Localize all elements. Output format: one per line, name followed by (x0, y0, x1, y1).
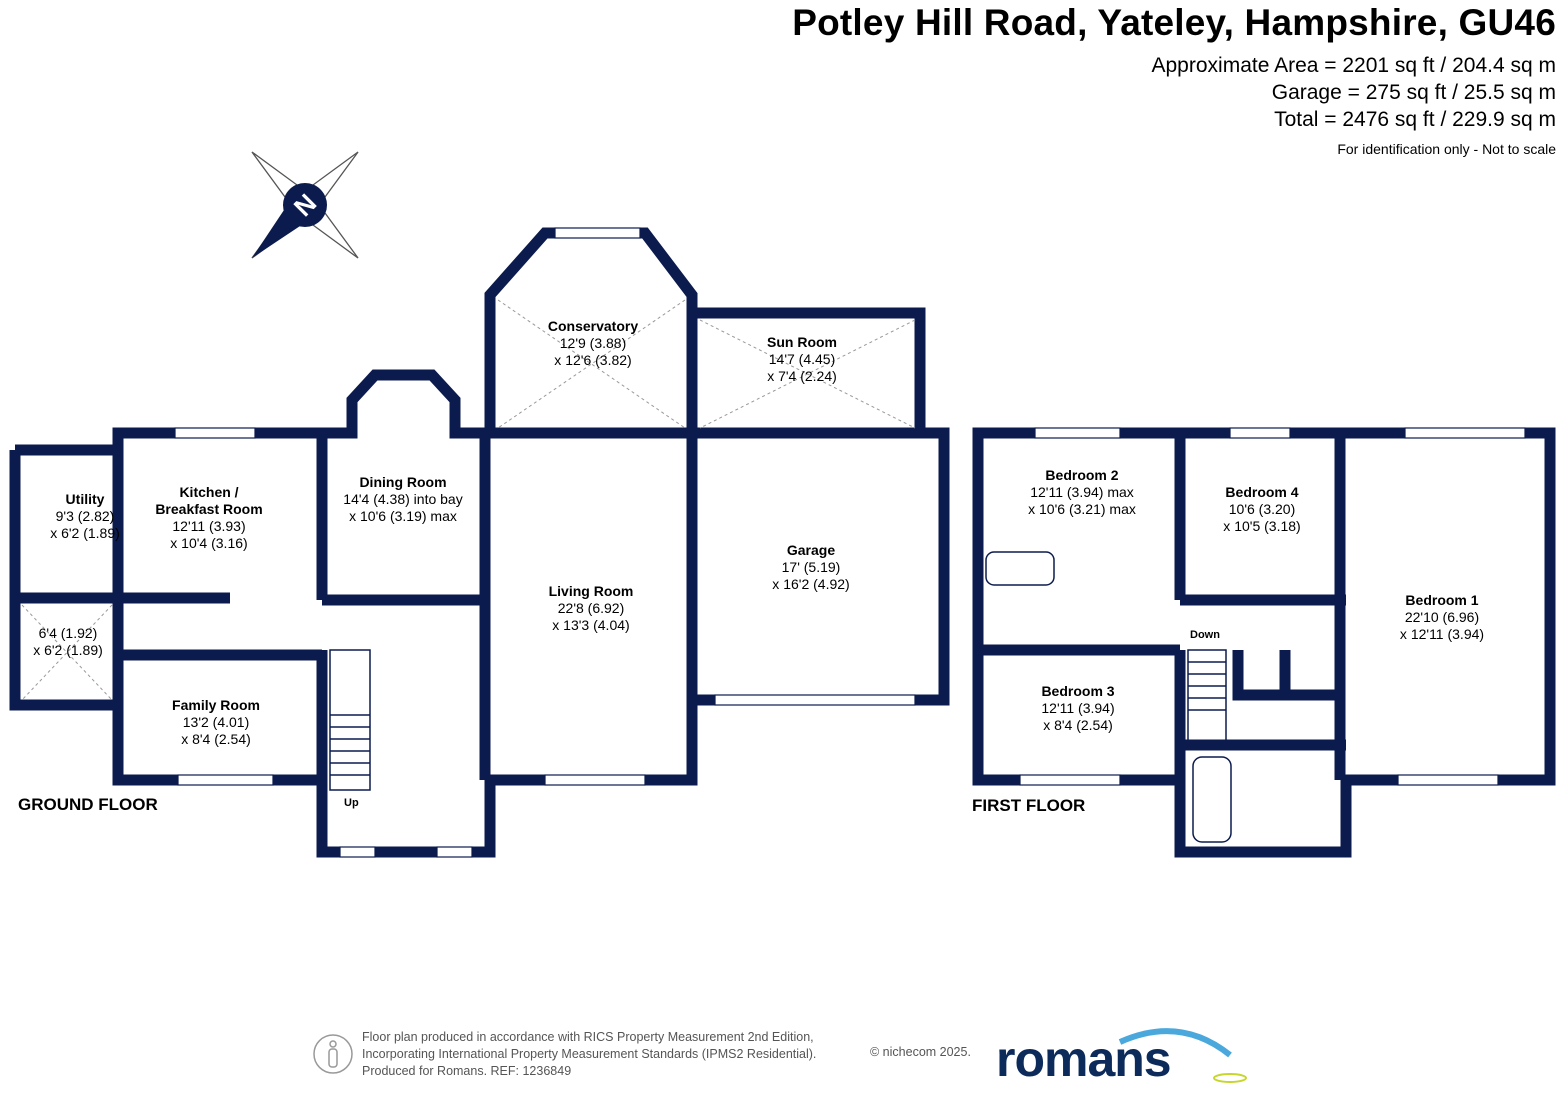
total-area: Total = 2476 sq ft / 229.9 sq m (1274, 108, 1556, 131)
staircase-first (1187, 649, 1227, 743)
first-floor-inner-walls (978, 433, 1346, 780)
bath-fixtures (985, 551, 1232, 843)
approximate-area: Approximate Area = 2201 sq ft / 204.4 sq… (1151, 54, 1557, 77)
logo-swoosh-icon (1118, 1028, 1247, 1083)
footer-text: Floor plan produced in accordance with R… (362, 1029, 816, 1080)
room-porch: 6'4 (1.92)x 6'2 (1.89) (33, 625, 103, 658)
ground-floor-label: GROUND FLOOR (18, 795, 158, 814)
windows (174, 227, 1526, 858)
stairs-down-label: Down (1190, 629, 1220, 641)
footer-line-1: Floor plan produced in accordance with R… (362, 1030, 814, 1044)
romans-logo: romans (996, 1031, 1172, 1087)
glazing-diagonals (21, 299, 916, 701)
accessibility-person-icon (313, 1034, 353, 1074)
garage-area: Garage = 275 sq ft / 25.5 sq m (1271, 81, 1556, 104)
copyright: © nichecom 2025. (870, 1045, 971, 1059)
property-title: Potley Hill Road, Yateley, Hampshire, GU… (792, 2, 1556, 43)
first-floor-label: FIRST FLOOR (972, 796, 1086, 815)
sunroom-wall (686, 307, 926, 433)
compass (251, 151, 359, 259)
staircase-ground (329, 649, 371, 791)
footer-line-3: Produced for Romans. REF: 1236849 (362, 1064, 572, 1078)
stairs-up-label: Up (344, 797, 359, 809)
ground-floor-inner-walls (15, 433, 698, 780)
footer-line-2: Incorporating International Property Mea… (362, 1047, 817, 1061)
identification-note: For identification only - Not to scale (1337, 141, 1556, 157)
walls (9, 227, 1556, 858)
